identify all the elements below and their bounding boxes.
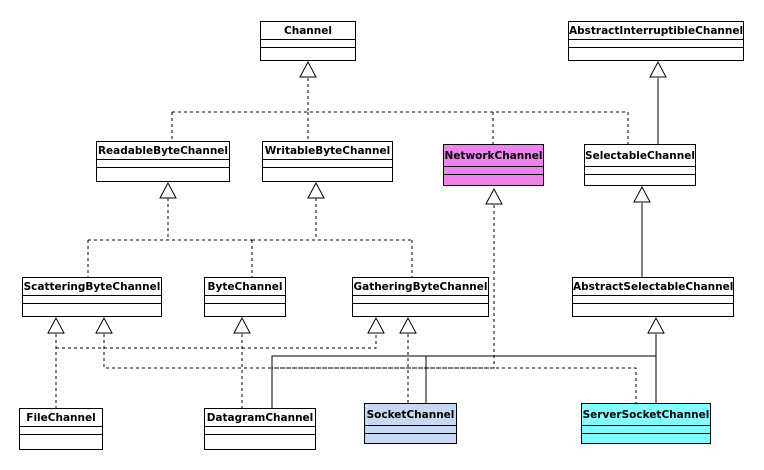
class-attributes [569,40,743,48]
class-name: NetworkChannel [444,145,543,167]
class-box-network-channel: NetworkChannel [443,144,544,186]
realization-line [56,334,377,349]
class-attributes [582,426,710,434]
class-methods [444,175,543,185]
realization-line [103,334,637,403]
class-name: SelectableChannel [585,145,695,167]
generalization-arrow-icon [299,60,317,78]
class-name: SocketChannel [365,404,456,426]
class-box-readable-byte-channel: ReadableByteChannel [96,141,230,182]
class-box-file-channel: FileChannel [19,408,103,450]
class-methods [261,48,355,58]
class-methods [353,304,488,314]
class-attributes [205,296,285,304]
class-name: AbstractInterruptibleChannel [569,22,743,40]
generalization-arrow-icon [95,316,113,334]
generalization-arrow-icon [649,60,667,78]
class-methods [205,304,285,314]
class-attributes [205,427,315,435]
class-attributes [261,40,355,48]
generalization-arrow-icon [307,181,325,199]
class-name: GatheringByteChannel [353,278,488,296]
class-methods [263,168,392,178]
class-box-channel: Channel [260,21,356,61]
class-box-abstract-selectable-channel: AbstractSelectableChannel [572,277,734,317]
class-name: ServerSocketChannel [582,404,710,426]
class-attributes [573,296,733,304]
class-name: AbstractSelectableChannel [573,278,733,296]
class-attributes [20,427,102,435]
class-methods [582,434,710,444]
class-box-server-socket-channel: ServerSocketChannel [581,403,711,444]
class-name: WritableByteChannel [263,142,392,160]
class-attributes [585,167,695,175]
class-methods [97,168,229,178]
generalization-arrow-icon [647,316,665,334]
class-methods [365,434,456,444]
class-attributes [97,160,229,168]
generalization-arrow-icon [47,316,65,334]
class-methods [205,435,315,445]
generalization-arrow-icon [367,316,385,334]
class-name: ReadableByteChannel [97,142,229,160]
class-box-writable-byte-channel: WritableByteChannel [262,141,393,182]
generalization-arrow-icon [485,187,503,205]
class-attributes [444,167,543,175]
class-attributes [353,296,488,304]
class-box-scattering-byte-channel: ScatteringByteChannel [22,277,162,317]
class-name: DatagramChannel [205,409,315,427]
class-name: FileChannel [20,409,102,427]
class-methods [569,48,743,58]
generalization-line [271,355,656,408]
class-box-datagram-channel: DatagramChannel [204,408,316,450]
class-box-byte-channel: ByteChannel [204,277,286,317]
class-box-selectable-channel: SelectableChannel [584,144,696,186]
class-methods [20,435,102,445]
class-attributes [263,160,392,168]
class-box-abstract-interruptible-channel: AbstractInterruptibleChannel [568,21,744,61]
class-box-socket-channel: SocketChannel [364,403,457,444]
class-methods [573,304,733,314]
class-name: Channel [261,22,355,40]
generalization-arrow-icon [399,316,417,334]
class-methods [585,175,695,185]
generalization-arrow-icon [633,185,651,203]
generalization-arrow-icon [233,316,251,334]
class-box-gathering-byte-channel: GatheringByteChannel [352,277,489,317]
class-methods [23,304,161,314]
class-attributes [23,296,161,304]
class-name: ScatteringByteChannel [23,278,161,296]
generalization-arrow-icon [159,181,177,199]
realization-line [272,205,495,369]
class-attributes [365,426,456,434]
class-name: ByteChannel [205,278,285,296]
